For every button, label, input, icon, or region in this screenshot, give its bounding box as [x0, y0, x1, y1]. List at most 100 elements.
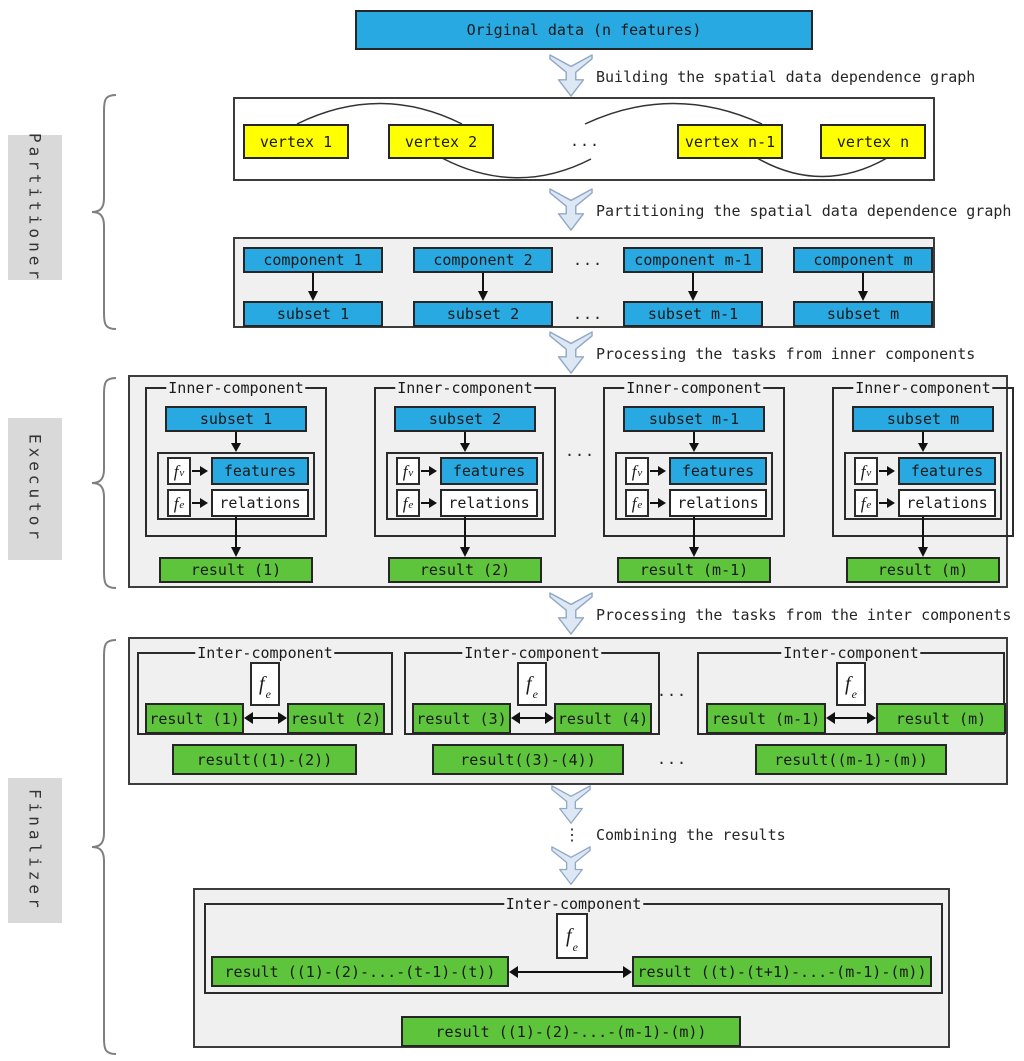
down-arrow-icon	[918, 517, 928, 557]
features-box: features	[898, 457, 996, 485]
down-arrow-icon	[460, 432, 470, 452]
step-label-combining: Combining the results	[596, 826, 786, 844]
partition-panel: component 1 component 2 ... component m-…	[233, 237, 935, 328]
inter-component-title: Inter-component	[503, 895, 644, 913]
features-box: features	[669, 457, 767, 485]
result-box: result (m)	[876, 703, 1006, 734]
subset-box: subset 1	[243, 301, 383, 327]
component-box: component 2	[413, 247, 553, 273]
subset-box: subset 1	[165, 406, 307, 432]
right-arrow-icon	[192, 466, 208, 476]
down-arrow-icon	[689, 517, 699, 557]
down-arrow-icon	[460, 517, 470, 557]
inter-component-title: Inter-component	[781, 644, 921, 662]
combined-result-box: result((m-1)-(m))	[755, 744, 947, 775]
step-label-inter: Processing the tasks from the inter comp…	[596, 606, 1012, 624]
step-label-inner: Processing the tasks from inner componen…	[596, 345, 976, 363]
double-arrow-icon	[509, 966, 632, 978]
ellipsis: ...	[656, 750, 688, 768]
component-box: component 1	[243, 247, 383, 273]
vertex-box: vertex 1	[243, 124, 349, 159]
subset-box: subset 2	[413, 301, 553, 327]
down-arrow-icon	[858, 273, 868, 301]
subset-box: subset m	[852, 406, 994, 432]
right-arrow-icon	[650, 498, 666, 508]
subset-box: subset m-1	[623, 301, 763, 327]
inner-component-title: Inner-component	[853, 379, 993, 397]
combined-result-box: result((1)-(2))	[172, 744, 357, 775]
flow-arrow-icon	[549, 592, 593, 635]
down-arrow-icon	[231, 432, 241, 452]
down-arrow-icon	[918, 432, 928, 452]
down-arrow-icon	[689, 432, 699, 452]
right-arrow-icon	[879, 498, 895, 508]
result-box: result (m)	[846, 557, 1000, 583]
dependence-arcs-icon	[296, 102, 888, 179]
flow-arrow-icon	[549, 188, 593, 231]
subset-box: subset m	[793, 301, 933, 327]
flow-arrow-icon	[549, 54, 593, 97]
inner-component-title: Inner-component	[395, 379, 535, 397]
down-arrow-icon	[688, 273, 698, 301]
down-arrow-icon	[478, 273, 488, 301]
rail-label-finalizer: Finalizer	[8, 778, 62, 923]
result-box: result (2)	[287, 703, 385, 734]
result-box: result ((1)-(2)-...-(t-1)-(t))	[211, 956, 509, 987]
right-arrow-icon	[879, 466, 895, 476]
result-box: result (1)	[159, 557, 313, 583]
relations-box: relations	[898, 489, 996, 517]
result-box: result (1)	[145, 703, 244, 734]
result-box: result (m-1)	[706, 703, 826, 734]
ellipsis: ...	[564, 442, 596, 460]
right-arrow-icon	[650, 466, 666, 476]
features-box: features	[211, 457, 309, 485]
ellipsis: ...	[572, 251, 604, 269]
relations-box: relations	[440, 489, 538, 517]
result-box: result (4)	[554, 703, 652, 734]
brace-partitioner-icon	[91, 94, 117, 330]
step-label-partitioning: Partitioning the spatial data dependence…	[596, 202, 1012, 220]
continuation-vdots: ⋮	[564, 825, 580, 844]
features-box: features	[440, 457, 538, 485]
rail-label-partitioner: Partitioner	[8, 133, 62, 282]
rail-label-executor: Executor	[8, 418, 62, 560]
result-box: result (3)	[412, 703, 511, 734]
brace-finalizer-icon	[91, 639, 117, 1055]
original-data-box: Original data (n features)	[355, 10, 813, 50]
inter-component-title: Inter-component	[462, 644, 602, 662]
double-arrow-icon	[826, 712, 876, 724]
vertex-graph-panel: vertex 1 vertex 2 ... vertex n-1 vertex …	[233, 97, 935, 181]
component-box: component m-1	[623, 247, 763, 273]
down-arrow-icon	[231, 517, 241, 557]
relations-box: relations	[211, 489, 309, 517]
combined-result-box: result ((1)-(2)-...-(m-1)-(m))	[401, 1016, 741, 1047]
brace-executor-icon	[91, 377, 117, 589]
right-arrow-icon	[192, 498, 208, 508]
relations-box: relations	[669, 489, 767, 517]
subset-box: subset m-1	[623, 406, 765, 432]
right-arrow-icon	[421, 498, 437, 508]
vertex-box: vertex n	[820, 124, 926, 159]
